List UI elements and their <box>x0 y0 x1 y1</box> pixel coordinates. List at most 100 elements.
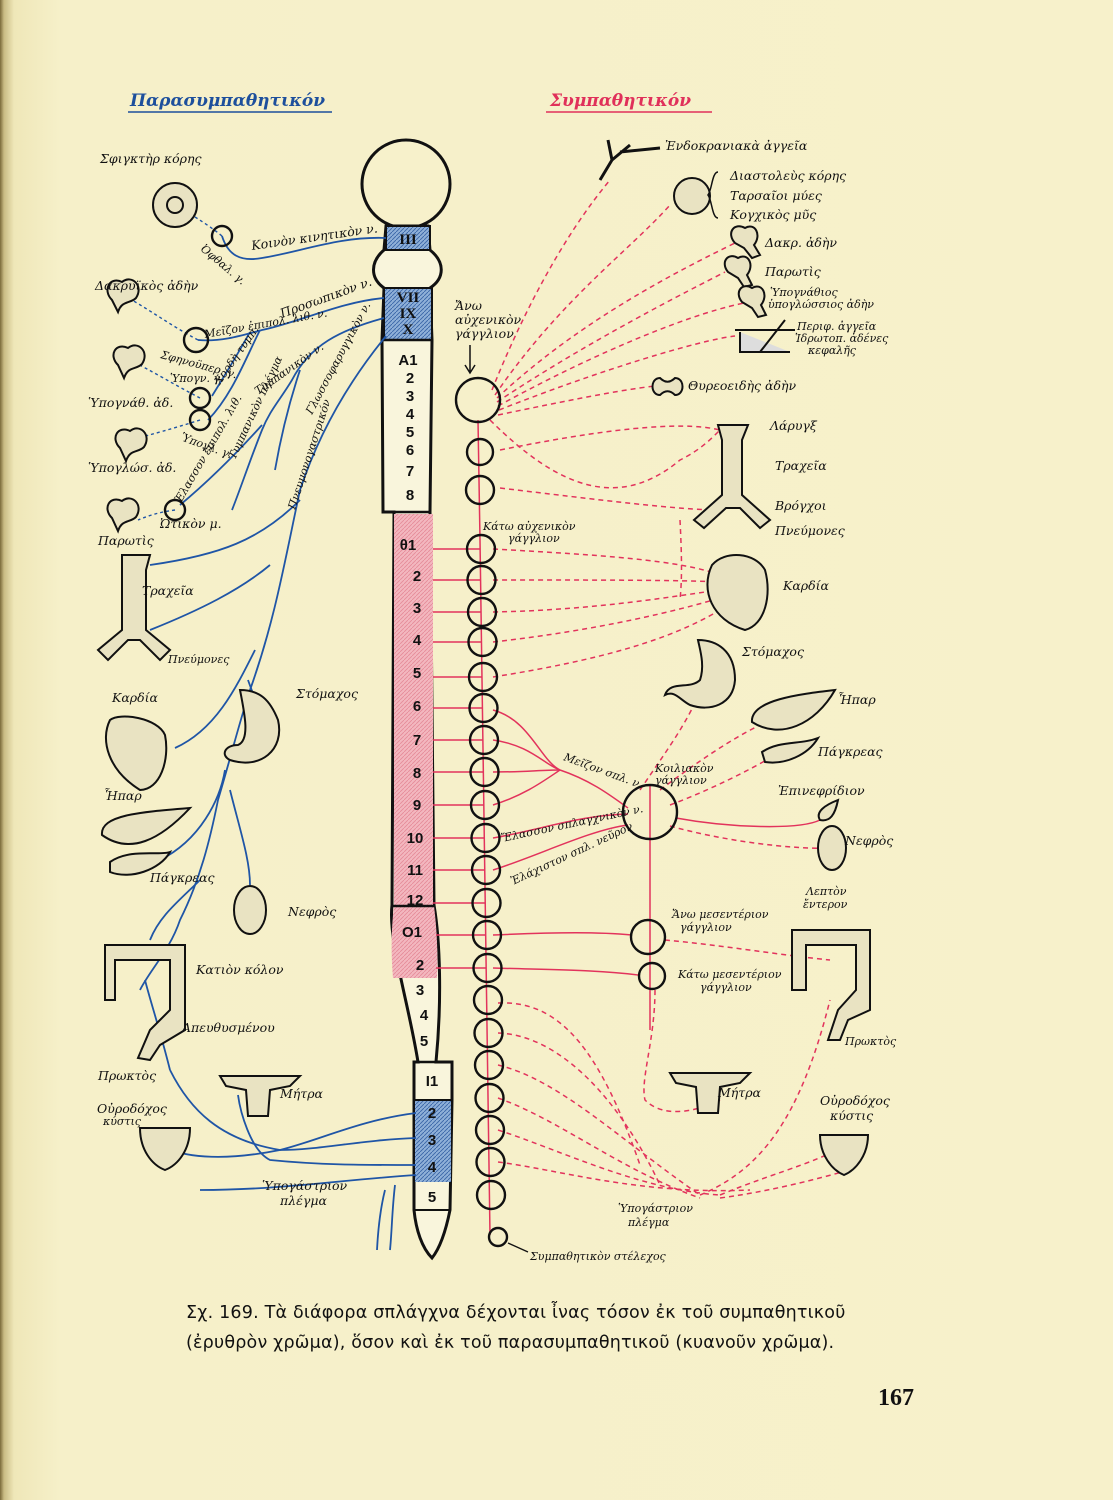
sphenopalatine-ganglion <box>182 326 210 354</box>
label: Ἱδρωτοπ. ἀδένες <box>795 332 889 345</box>
label: Διαστολεὺς κόρης <box>729 168 846 183</box>
label: Ἄνω μεσεντέριον <box>671 908 769 921</box>
label: Ὑπογν. γ. <box>170 372 224 385</box>
skin-icon <box>735 319 795 353</box>
label: γάγγλιον <box>700 981 752 994</box>
coccygeal-ganglion <box>487 1226 509 1248</box>
stomach-icon <box>663 638 737 709</box>
arrow-icon <box>507 1242 529 1253</box>
label: Ἧπαρ <box>838 691 876 707</box>
label: Στόμαχος <box>295 686 358 701</box>
label: Τραχεῖα <box>142 583 194 598</box>
label: κεφαλῆς <box>807 344 857 357</box>
label: Ὀφθαλ. γ. <box>198 242 248 287</box>
sympathetic-title: Συμπαθητικόν <box>549 91 691 111</box>
label: Δακρ. ἀδὴν <box>764 235 837 250</box>
sympathetic-chain-ganglion <box>471 919 503 951</box>
label: Καρδία <box>782 578 830 593</box>
label: Μήτρα <box>717 1085 762 1100</box>
lacrimal-gland-icon <box>106 278 140 315</box>
label: Οὐροδόχος <box>97 1101 167 1116</box>
label: Λεπτὸν <box>805 885 847 898</box>
label: γάγγλιον <box>455 326 514 341</box>
label: Πρωκτὸς <box>97 1068 156 1083</box>
spinal-segment-cervical-label: A1 <box>398 352 417 369</box>
spinal-segment-sacral-label: 2 <box>428 1105 436 1122</box>
thoracic-region <box>394 514 433 906</box>
label: Μεῖζον σπλ. ν. <box>561 750 645 791</box>
spinal-segment-thoracic-label: 4 <box>413 632 422 649</box>
label: Κατιὸν κόλον <box>195 962 284 977</box>
otic-ganglion <box>163 498 187 522</box>
label: Κάτω αὐχενικὸν <box>482 520 576 533</box>
label: κύστις <box>829 1108 873 1123</box>
trachea-lungs-icon <box>692 424 772 530</box>
label: Βρόγχοι <box>774 498 827 513</box>
label: Θυρεοειδὴς ἀδὴν <box>688 378 796 393</box>
spinal-segment-cranial_nerves-label: III <box>399 232 417 248</box>
sympathetic-chain-ganglion <box>470 822 501 854</box>
sympathetic-chain-ganglion <box>474 1082 505 1114</box>
spinal-segment-thoracic-label: 2 <box>413 568 421 585</box>
central-nervous-system: IIIVIIIXXA12345678θ123456789101112O12345… <box>360 138 454 1261</box>
sympathetic-chain-ganglion <box>472 952 503 984</box>
spinal-segment-thoracic-label: 11 <box>407 862 423 879</box>
label: Ὑπογάστριον <box>262 1178 348 1193</box>
liver-icon <box>100 806 193 845</box>
label: γάγγλιον <box>680 921 732 934</box>
kidney-icon <box>233 885 267 935</box>
brace <box>707 171 719 219</box>
label: Κοιλιακὸν <box>654 762 714 775</box>
intracranial-vessels-icon <box>598 139 661 181</box>
label: Ἐνδοκρανιακὰ ἀγγεῖα <box>665 138 808 153</box>
spinal-segment-cranial_nerves-label: IX <box>400 306 417 322</box>
spinal-segment-lumbar-label: 4 <box>420 1007 429 1024</box>
label: Νεφρὸς <box>287 904 336 919</box>
sympathetic-chain-ganglion <box>470 854 502 886</box>
label: Συμπαθητικὸν στέλεχος <box>529 1250 667 1263</box>
heart-icon <box>706 553 769 632</box>
spinal-segment-thoracic-label: 12 <box>407 892 424 909</box>
label: Ὑπογλώσ. ἀδ. <box>88 460 176 475</box>
label: κύστις <box>102 1115 142 1128</box>
sympathetic-chain-ganglion <box>466 564 497 596</box>
superior-mesenteric-ganglion <box>629 918 667 956</box>
spinal-segment-thoracic-label: 9 <box>413 797 421 814</box>
sympathetic-chain-ganglion <box>465 533 497 565</box>
sympathetic-labels: Ἐνδοκρανιακὰ ἀγγεῖα Διαστολεὺς κόρης Ταρ… <box>454 138 897 1263</box>
eye-icon <box>152 182 198 228</box>
label: Ὠτικὸν μ. <box>159 516 222 531</box>
uterus-icon <box>218 1075 303 1117</box>
sympathetic-chain-ganglion <box>468 724 500 756</box>
celiac-ganglion <box>621 783 679 841</box>
label: Πνεύμονες <box>167 653 230 666</box>
label: Μεῖζον ἐπιπολ. λιθ. ν. <box>202 307 328 342</box>
label: Ὑπογνάθιος <box>770 286 838 299</box>
spinal-segment-sacral-label: 3 <box>428 1132 436 1149</box>
label: Ὑπογνάθ. ἀδ. <box>88 395 173 410</box>
parotid-icon <box>106 497 140 534</box>
sympathetic-chain-ganglion <box>475 1179 507 1211</box>
organs <box>96 139 871 1177</box>
spinal-segment-cervical-label: 5 <box>406 424 414 441</box>
spinal-segment-cervical-label: 3 <box>406 388 414 405</box>
label: Παρωτὶς <box>97 533 154 548</box>
lumbar-region-shaded <box>391 906 438 978</box>
sympathetic-chain-ganglion <box>473 1049 505 1081</box>
submandibular-ganglion <box>188 386 212 410</box>
label: Κάτω μεσεντέριον <box>677 968 782 981</box>
lacrimal-gland-icon <box>730 225 762 260</box>
trachea-lungs-icon <box>96 554 172 662</box>
label: ἔντερον <box>803 898 848 911</box>
intestine-icon <box>791 929 871 1041</box>
label: Καρδία <box>111 690 159 705</box>
spinal-segment-cervical-label: 2 <box>406 370 414 387</box>
sympathetic-chain-ganglion <box>467 661 499 693</box>
sublingual-gland-icon <box>114 427 148 464</box>
sympathetic-chain-ganglion <box>466 596 498 628</box>
label: γάγγλιον <box>655 774 707 787</box>
bladder-icon <box>138 1127 192 1172</box>
uterus-icon <box>668 1072 753 1114</box>
middle-cervical-ganglion <box>465 437 495 467</box>
